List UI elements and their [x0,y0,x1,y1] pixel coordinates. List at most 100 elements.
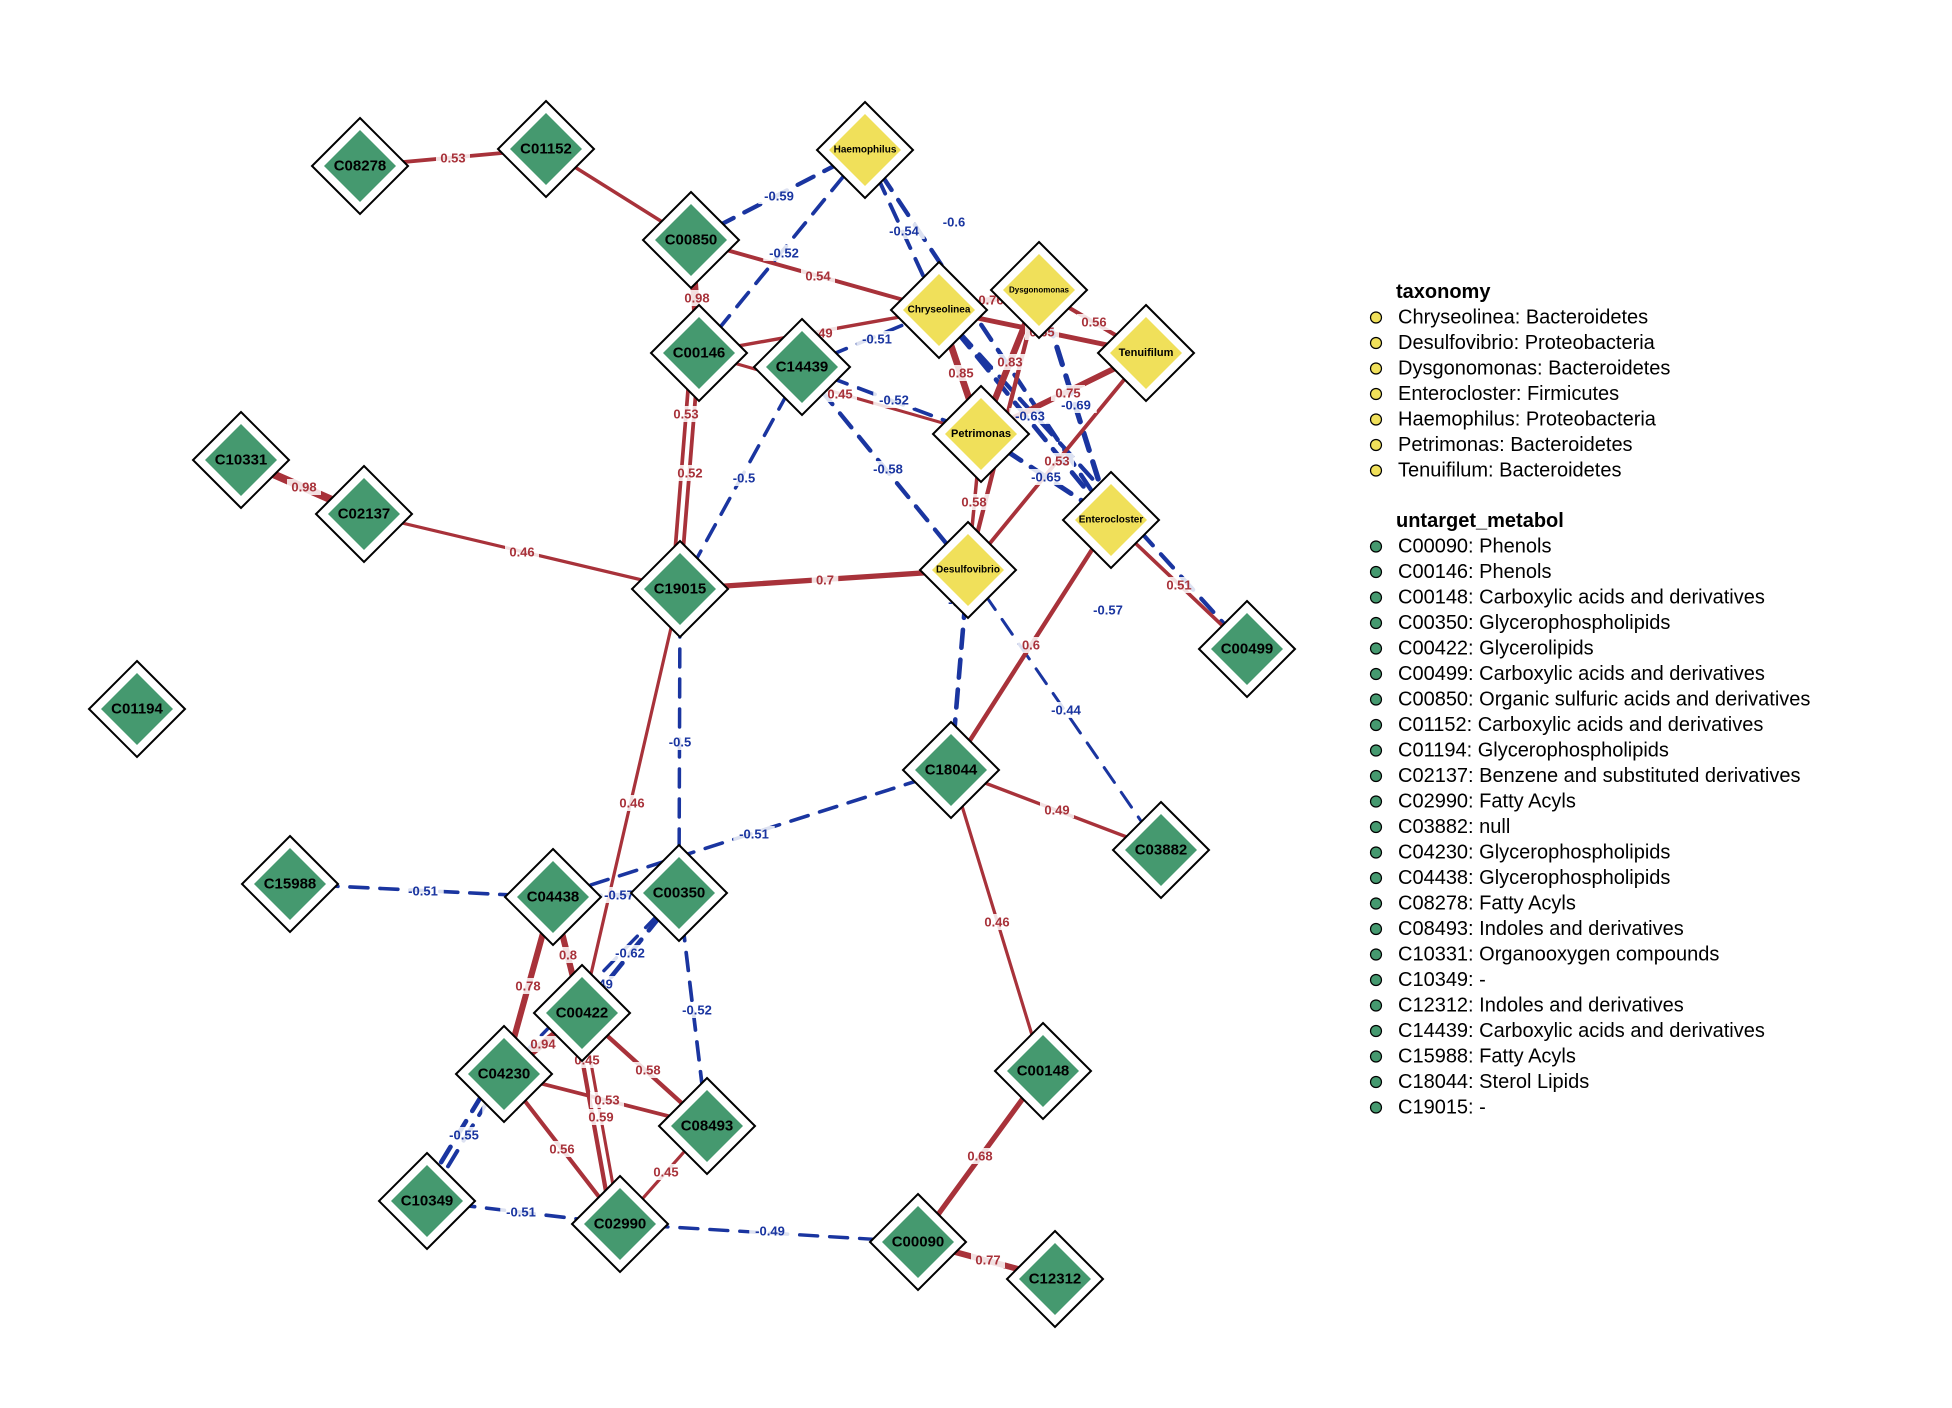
legend-swatch [1369,718,1383,732]
edge-weight-label: -0.6 [943,215,965,230]
node-inner-diamond [644,553,716,625]
edge-weight-label: 0.94 [530,1037,556,1052]
legend-swatch [1369,336,1383,350]
node-c03882[interactable]: C03882 [1111,800,1211,900]
edge-weight-label: 0.8 [559,948,577,963]
node-c08278[interactable]: C08278 [310,116,410,216]
node-petrimonas[interactable]: Petrimonas [931,384,1031,484]
edge-label-bg [823,386,857,402]
node-c00148[interactable]: C00148 [993,1021,1093,1121]
node-c04438[interactable]: C04438 [503,847,603,947]
node-c00422[interactable]: C00422 [532,963,632,1063]
edge-weight-label: 0.54 [805,269,831,284]
node-c00499[interactable]: C00499 [1197,599,1297,699]
edge-label-bg [676,1002,718,1018]
node-desulfovibrio[interactable]: Desulfovibrio [918,520,1018,620]
legend-swatch [1369,464,1383,477]
node-dysgonomonas[interactable]: Dysgonomonas [989,240,1089,340]
edge-label-bg [673,465,707,481]
node-c10349[interactable]: C10349 [377,1151,477,1251]
legend-swatch [1369,1075,1383,1089]
legend-swatch [1369,565,1383,579]
edge-label-bg [801,268,835,284]
legend-item: C02990: Fatty Acyls [1398,791,1576,813]
edge-label-bg [1051,385,1085,401]
edge-label-bg [856,331,898,347]
node-inner-diamond [468,1038,540,1110]
node-c15988[interactable]: C15988 [240,834,340,934]
node-c01194[interactable]: C01194 [87,659,187,759]
node-c12312[interactable]: C12312 [1005,1229,1105,1329]
node-c00350[interactable]: C00350 [629,843,729,943]
node-c01152[interactable]: C01152 [496,99,596,199]
node-label: C15988 [264,876,317,893]
node-label: C12312 [1029,1271,1082,1288]
node-enterocloster[interactable]: Enterocloster [1061,470,1161,570]
legend-swatch [1369,667,1383,681]
legend-title-taxonomy: taxonomy [1396,281,1491,303]
node-inner-diamond [915,734,987,806]
legend-item: Petrimonas: Bacteroidetes [1398,434,1633,456]
edge-weight-label: 0.58 [635,1063,660,1078]
node-inner-diamond [205,424,277,496]
edge-label-bg [971,1252,1005,1268]
legend-swatch [1369,897,1383,910]
edge-labels-layer: 0.530.980.54-0.59-0.520.490.450.530.52-0… [287,150,1196,1268]
edge-label-bg [1077,314,1111,330]
legend-item: Enterocloster: Firmicutes [1398,383,1619,405]
legend-item: C01194: Glycerophospholipids [1398,740,1669,762]
node-inner-diamond [766,331,838,403]
node-inner-diamond [510,113,582,185]
node-c08493[interactable]: C08493 [657,1076,757,1176]
edge-weight-label: 0.46 [509,545,534,560]
edge-label-bg [443,1127,485,1143]
legend-swatch [1369,642,1383,655]
node-inner-diamond [1125,814,1197,886]
node-label: C01152 [520,141,572,158]
legend-item: C00350: Glycerophospholipids [1398,612,1670,634]
legend-item: C18044: Sterol Lipids [1398,1071,1589,1093]
edge-label-bg [500,1204,542,1220]
legend-item: C01152: Carboxylic acids and derivatives [1398,714,1763,736]
legend-item: C12312: Indoles and derivatives [1398,995,1684,1017]
edge-label-bg [883,223,925,239]
legend-item: C15988: Fatty Acyls [1398,1046,1576,1068]
node-c18044[interactable]: C18044 [901,720,1001,820]
node-tenuifilum[interactable]: Tenuifilum [1096,303,1196,403]
legend-swatch [1369,1024,1383,1038]
node-label: Chryseolinea [908,305,971,316]
node-haemophilus[interactable]: Haemophilus [815,100,915,200]
node-inner-diamond [671,1090,743,1162]
legend-item: C00146: Phenols [1398,561,1551,583]
node-inner-diamond [1003,254,1075,326]
edge-weight-label: 0.53 [673,407,698,422]
edge-weight-label: -0.62 [615,946,645,961]
node-c10331[interactable]: C10331 [191,410,291,510]
node-chryseolinea[interactable]: Chryseolinea [889,260,989,360]
legend-swatch [1369,413,1383,426]
legend-item: C14439: Carboxylic acids and derivatives [1398,1020,1765,1042]
edge-label-bg [545,1141,579,1157]
edge-weight-label: -0.52 [682,1003,712,1018]
node-c04230[interactable]: C04230 [454,1024,554,1124]
legend-item: Haemophilus: Proteobacteria [1398,409,1657,431]
node-c00090[interactable]: C00090 [868,1192,968,1292]
node-label: C02990 [594,1216,647,1233]
edge-weight-label: -0.57 [1093,603,1123,618]
node-c02990[interactable]: C02990 [570,1174,670,1274]
node-inner-diamond [1019,1243,1091,1315]
edge-weight-label: 0.46 [984,915,1009,930]
node-inner-diamond [945,398,1017,470]
node-inner-diamond [101,673,173,745]
legend-item: Desulfovibrio: Proteobacteria [1398,332,1656,354]
legend-swatch [1369,871,1383,885]
node-c00850[interactable]: C00850 [641,190,741,290]
legend-item: Dysgonomonas: Bacteroidetes [1398,358,1670,380]
edge-label-bg [1045,702,1087,718]
node-c00146[interactable]: C00146 [649,303,749,403]
legend-swatch [1369,973,1383,987]
node-c14439[interactable]: C14439 [752,317,852,417]
node-c19015[interactable]: C19015 [630,539,730,639]
node-c02137[interactable]: C02137 [314,464,414,564]
